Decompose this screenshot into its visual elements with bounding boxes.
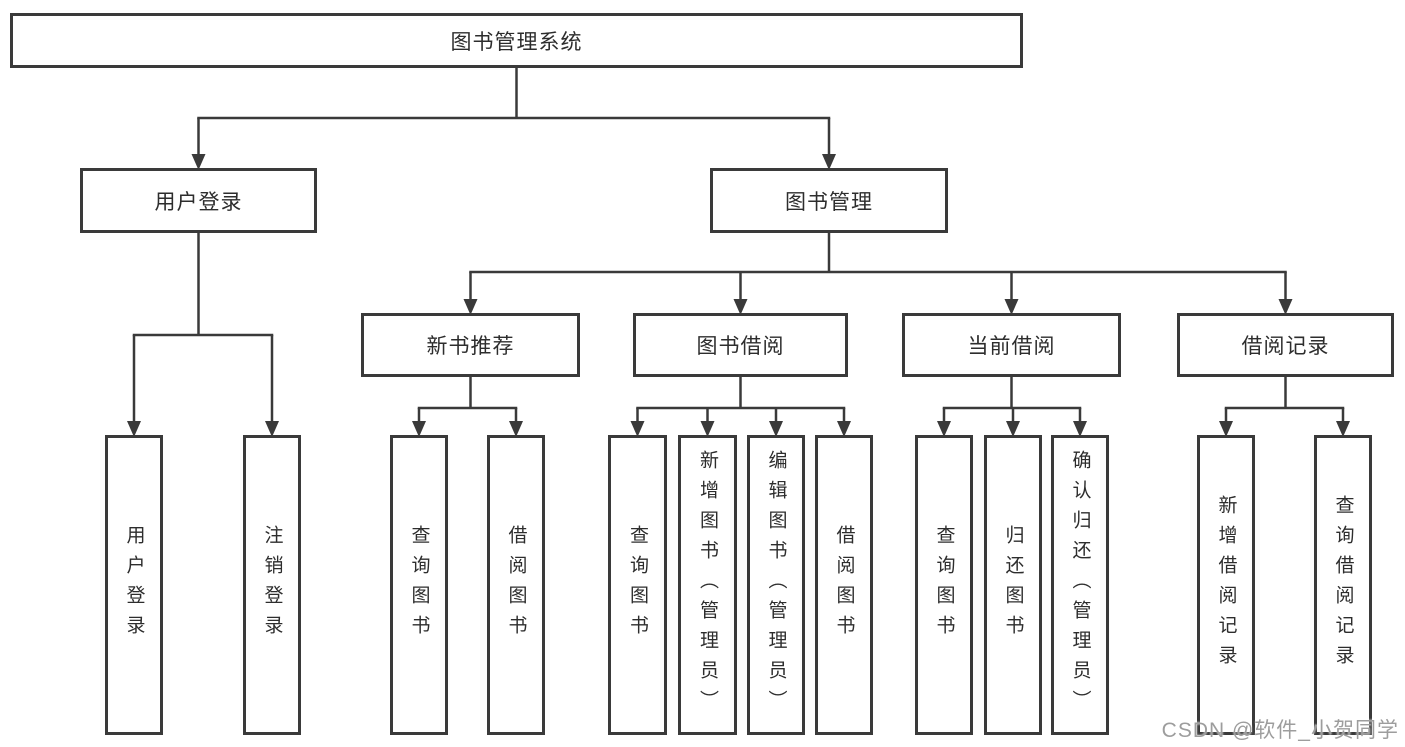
- node-borrow-books-b: 借阅图书: [815, 435, 873, 735]
- node-query-books-a-label: 查询图书: [408, 525, 430, 645]
- node-borrow-books-a-label: 借阅图书: [505, 525, 527, 645]
- node-query-books-b: 查询图书: [608, 435, 667, 735]
- node-user-login: 用户登录: [105, 435, 163, 735]
- node-query-books-c-label: 查询图书: [933, 525, 955, 645]
- node-edit-book-admin: 编辑图书（管理员）: [747, 435, 805, 735]
- node-borrow-books-b-label: 借阅图书: [833, 525, 855, 645]
- node-add-book-admin-label: 新增图书（管理员）: [697, 450, 718, 720]
- node-add-borrow-record: 新增借阅记录: [1197, 435, 1255, 735]
- node-new-book-recommendation: 新书推荐: [361, 313, 580, 377]
- node-query-books-a: 查询图书: [390, 435, 448, 735]
- node-current-borrowing-label: 当前借阅: [967, 335, 1056, 358]
- node-add-book-admin: 新增图书（管理员）: [678, 435, 737, 735]
- node-book-borrowing-label: 图书借阅: [696, 335, 785, 358]
- node-book-management: 图书管理: [710, 168, 948, 233]
- node-confirm-return-admin-label: 确认归还（管理员）: [1069, 450, 1091, 720]
- node-user-login-label: 用户登录: [123, 525, 145, 645]
- node-book-management-label: 图书管理: [785, 190, 873, 214]
- node-logout: 注销登录: [243, 435, 301, 735]
- node-add-borrow-record-label: 新增借阅记录: [1215, 495, 1237, 675]
- node-user-login-group-label: 用户登录: [154, 190, 243, 214]
- node-return-books: 归还图书: [984, 435, 1042, 735]
- node-return-books-label: 归还图书: [1002, 525, 1024, 645]
- node-user-login-group: 用户登录: [80, 168, 317, 233]
- node-borrowing-records: 借阅记录: [1177, 313, 1394, 377]
- node-query-books-c: 查询图书: [915, 435, 973, 735]
- node-library-system-label: 图书管理系统: [450, 30, 583, 54]
- node-library-system: 图书管理系统: [10, 13, 1023, 68]
- node-borrowing-records-label: 借阅记录: [1241, 335, 1330, 358]
- node-confirm-return-admin: 确认归还（管理员）: [1051, 435, 1109, 735]
- node-borrow-books-a: 借阅图书: [487, 435, 545, 735]
- node-query-books-b-label: 查询图书: [627, 525, 648, 645]
- watermark: CSDN @软件_小贺同学: [1161, 719, 1399, 742]
- node-book-borrowing: 图书借阅: [633, 313, 848, 377]
- node-edit-book-admin-label: 编辑图书（管理员）: [765, 450, 787, 720]
- node-current-borrowing: 当前借阅: [902, 313, 1121, 377]
- node-logout-label: 注销登录: [261, 525, 283, 645]
- node-query-borrow-record-label: 查询借阅记录: [1332, 495, 1354, 675]
- node-query-borrow-record: 查询借阅记录: [1314, 435, 1372, 735]
- node-new-book-recommendation-label: 新书推荐: [426, 335, 515, 358]
